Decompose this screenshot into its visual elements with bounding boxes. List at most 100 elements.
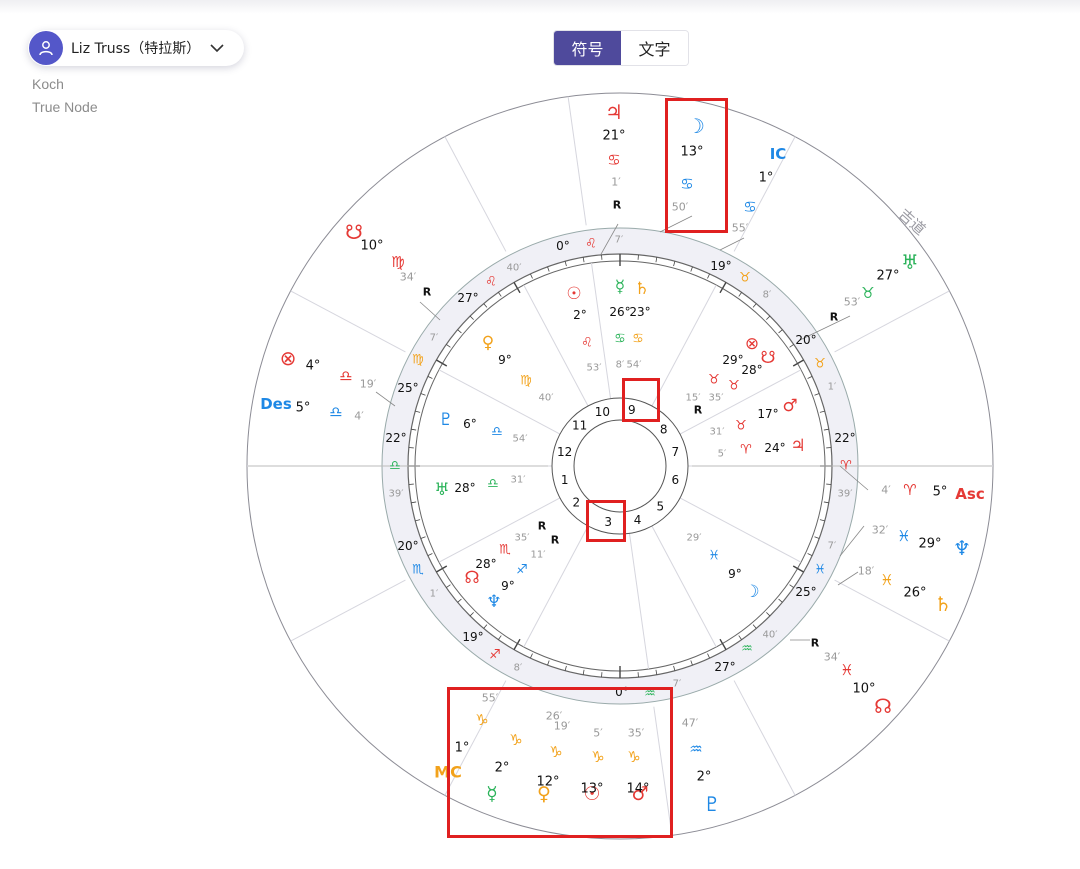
degree-tick — [513, 282, 521, 294]
inner-mercury-icon: ☿ — [615, 277, 625, 297]
degree-tick — [789, 584, 794, 588]
inner-house-line — [651, 525, 717, 648]
cusp-sign-6: ♓ — [814, 563, 826, 578]
inner-uranus-minute: 31′ — [511, 475, 527, 486]
inner-mars-icon: ♂ — [782, 396, 797, 416]
person-selector[interactable]: Liz Truss（特拉斯） — [28, 30, 244, 66]
mc-stack-minute-3: 5′ — [593, 727, 603, 740]
degree-tick — [547, 660, 550, 666]
house-line — [733, 680, 796, 796]
inner-venus-sign: ♍ — [520, 374, 532, 389]
mc-stack-minute-0: 55′ — [482, 692, 499, 705]
inner-saturn-minute: 54′ — [627, 360, 643, 371]
inner-house-line — [438, 497, 561, 563]
mc-stack-glyph-2-icon: ♀ — [537, 783, 551, 805]
outer-north-node-sign: ♓ — [840, 661, 853, 679]
degree-tick — [752, 303, 757, 308]
outer-moon-icon: ☽ — [687, 114, 705, 138]
highlight-box-house-3 — [586, 500, 626, 542]
outer-saturn-icon: ♄ — [934, 592, 952, 616]
cusp-degree-6: 25° — [795, 585, 816, 599]
cusp-degree-9: 22° — [385, 431, 406, 445]
outer-south-node-minute: 34′ — [400, 271, 417, 284]
inner-north-node-minute: 35′ — [515, 533, 531, 544]
inner-neptune-minute: 11′ — [531, 550, 547, 561]
degree-tick — [498, 635, 502, 640]
node-type: True Node — [32, 99, 98, 115]
degree-tick — [719, 282, 727, 294]
inner-pluto-sign: ♎ — [491, 425, 503, 440]
degree-tick — [807, 553, 813, 556]
cusp-degree-10: 25° — [397, 381, 418, 395]
cusp-degree-2: 20° — [795, 333, 816, 347]
degree-tick — [738, 292, 742, 297]
inner-mercury-degree: 26° — [609, 305, 630, 319]
outer-uranus-sign: ♉ — [861, 284, 874, 302]
degree-tick — [415, 410, 421, 413]
outer-jupiter-sign: ♋ — [607, 151, 620, 169]
outer-south-node-retro: R — [423, 286, 432, 299]
outer-jupiter-retro: R — [613, 199, 622, 212]
connector-line — [719, 237, 745, 251]
degree-tick — [436, 359, 448, 367]
degree-tick — [420, 393, 426, 396]
cusp-sign-11: ♌ — [485, 275, 497, 290]
outer-des-minute: 4′ — [354, 410, 364, 423]
degree-tick — [420, 536, 426, 539]
chevron-down-icon[interactable] — [210, 43, 224, 53]
house-number-9: 9 — [628, 403, 636, 417]
house-number-2: 2 — [573, 496, 581, 510]
outer-asc-degree: 5° — [933, 485, 948, 500]
degree-tick — [707, 653, 710, 659]
cusp-degree-1: 19° — [710, 259, 731, 273]
outer-north-node-degree: 10° — [852, 682, 875, 697]
degree-tick — [823, 428, 829, 431]
inner-sun-degree: 2° — [573, 308, 587, 322]
outer-fortune-degree: 4° — [306, 359, 321, 374]
inner-jupiter-icon: ♃ — [790, 436, 805, 456]
cusp-degree-11: 27° — [457, 291, 478, 305]
degree-tick — [792, 359, 804, 367]
degree-tick — [411, 428, 417, 431]
degree-tick — [778, 598, 783, 603]
degree-tick — [778, 329, 783, 334]
inner-sun-minute: 53′ — [587, 363, 603, 374]
house-line — [733, 136, 796, 252]
inner-neptune-sign: ♐ — [516, 563, 528, 578]
mc-stack-glyph-1-icon: ☿ — [486, 783, 498, 805]
inner-house-line — [590, 262, 612, 399]
degree-tick — [814, 536, 820, 539]
outer-south-node-sign: ♍ — [391, 253, 404, 271]
degree-tick — [513, 638, 521, 650]
house-number-10: 10 — [595, 405, 610, 419]
outer-fortune-sign: ♎ — [339, 367, 352, 385]
cusp-minute-5: 40′ — [763, 630, 779, 641]
inner-sun-icon: ☉ — [566, 284, 581, 304]
mc-stack-sign-3: ♑ — [591, 748, 604, 766]
outer-fortune-icon: ⊗ — [280, 346, 297, 370]
cusp-sign-3: ♈ — [840, 459, 852, 474]
outer-jupiter-icon: ♃ — [605, 100, 623, 124]
tab-text[interactable]: 文字 — [621, 31, 688, 65]
degree-tick — [690, 266, 693, 272]
degree-tick — [530, 273, 533, 279]
inner-saturn-sign: ♋ — [632, 332, 644, 347]
cusp-sign-5: ♒ — [741, 642, 753, 657]
cusp-degree-7: 19° — [462, 630, 483, 644]
house-number-5: 5 — [656, 499, 664, 513]
inner-neptune-degree: 9° — [501, 579, 515, 593]
outer-des-degree: 5° — [296, 401, 311, 416]
highlight-box-moon — [665, 98, 728, 233]
inner-venus-icon: ♀ — [482, 333, 494, 353]
outer-neptune-degree: 29° — [918, 537, 941, 552]
cusp-minute-4: 7′ — [673, 679, 682, 690]
house-line — [290, 579, 406, 642]
outer-fortune-minute: 19′ — [360, 378, 377, 391]
connector-line — [375, 391, 396, 407]
transit-label: 吉道 — [895, 205, 929, 238]
outer-saturn-minute: 18′ — [858, 565, 875, 578]
tab-symbols[interactable]: 符号 — [554, 31, 621, 65]
inner-saturn-icon: ♄ — [634, 279, 649, 299]
outer-uranus-retro: R — [830, 311, 839, 324]
outer-moon-degree: 13° — [680, 145, 703, 160]
